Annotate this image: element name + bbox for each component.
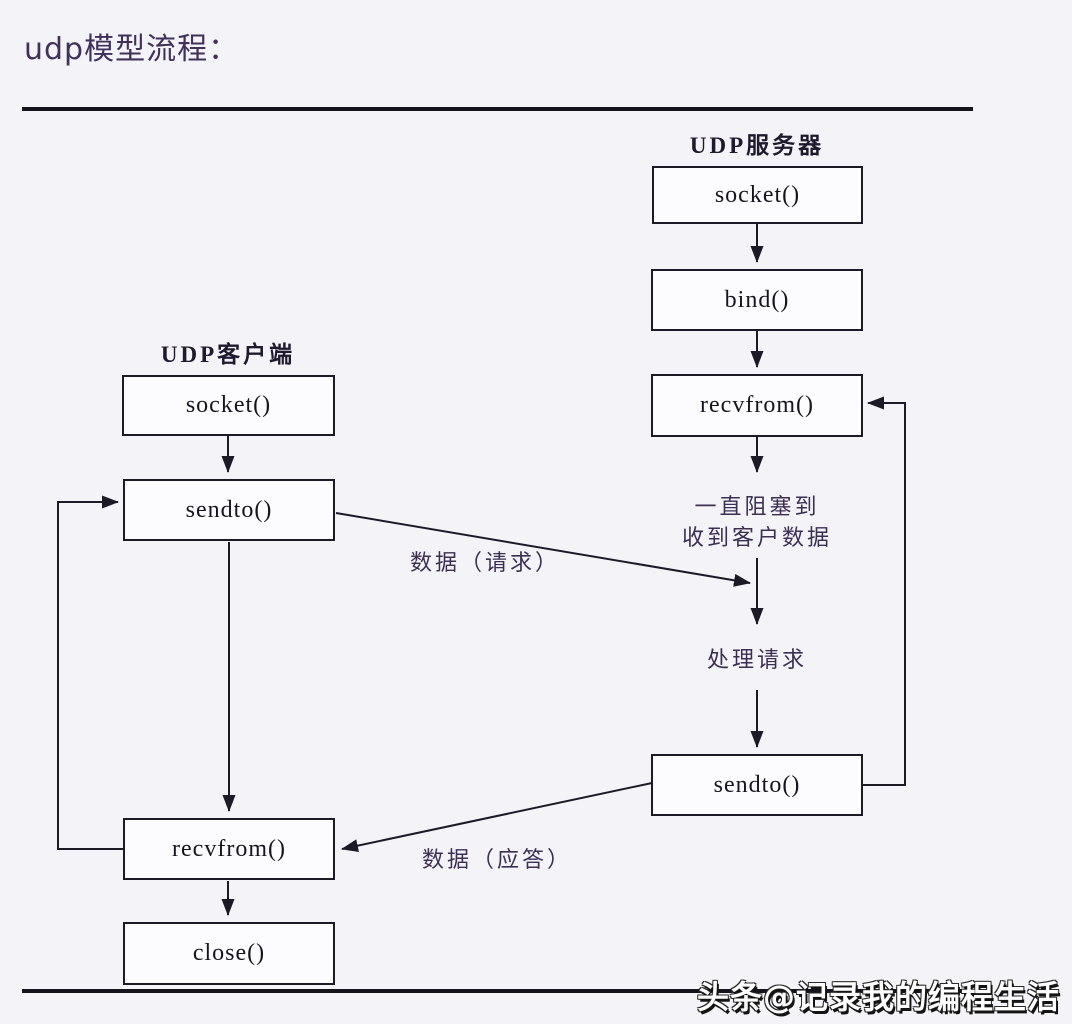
server-column-title: UDP服务器 [689, 133, 825, 158]
blocking-annotation: 一直阻塞到 收到客户数据 [682, 491, 832, 553]
server-recvfrom-node: recvfrom() [651, 374, 863, 437]
data-reply-label: 数据（应答） [421, 847, 573, 872]
client-recvfrom-node: recvfrom() [123, 818, 335, 880]
data-request-label: 数据（请求） [409, 550, 561, 575]
arrow-data-reply [341, 782, 653, 853]
client-socket-node: socket() [122, 375, 335, 436]
process-request-label: 处理请求 [706, 647, 808, 672]
client-column-title: UDP客户端 [160, 342, 296, 367]
client-sendto-node: sendto() [123, 479, 335, 541]
toutiao-watermark: 头条@记录我的编程生活 [696, 978, 1060, 1016]
server-sendto-node: sendto() [651, 754, 863, 816]
client-close-node: close() [123, 922, 335, 985]
arrow-server-loop [863, 396, 906, 786]
page-title: udp模型流程： [24, 32, 240, 67]
server-bind-node: bind() [651, 269, 863, 331]
blocking-annotation-line2: 收到客户数据 [681, 525, 833, 550]
arrow-client-loop [57, 495, 123, 850]
arrow-data-request [335, 512, 751, 587]
blocking-annotation-line1: 一直阻塞到 [694, 494, 820, 519]
server-socket-node: socket() [652, 166, 863, 224]
